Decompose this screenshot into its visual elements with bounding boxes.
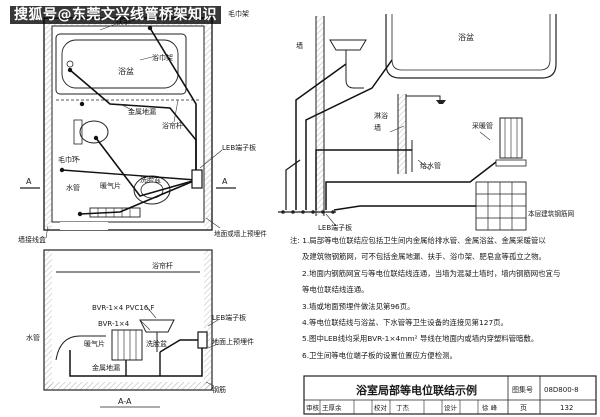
plan-washbasin [133, 175, 171, 205]
notes-row-1: 注: 1.局部等电位联结应包括卫生间内金属给排水管、金属浴盆、金属采暖管以 [290, 233, 600, 249]
section-label-rebar: 钢筋 [212, 385, 226, 394]
section-view: 浴帘杆 BVR-1×4 PVC16,F BVR-1×4 LEB端子板 地面上预埋… [26, 249, 254, 408]
title-block-audit-name: 王厚余 [322, 403, 342, 412]
section-title: A-A [118, 397, 132, 406]
right-label-wall2: 墙 [374, 123, 381, 132]
plan-label-bathtub: 浴盆 [118, 66, 134, 76]
section-leb-box [197, 331, 208, 349]
plan-label-water-pipe: 水管 [66, 183, 80, 192]
right-label-rebar-mesh: 本层建筑钢筋网 [528, 209, 575, 218]
plan-view: 毛巾架 扶手 浴盆 浴巾架 金属地漏 浴帘杆 毛巾环 水管 暖气片 洗脸盆 LE… [18, 9, 267, 244]
section-label-cable-1: BVR-1×4 PVC16,F [92, 304, 155, 312]
section-label-water-pipe: 水管 [26, 333, 40, 342]
plan-section-mark-right: A [222, 177, 228, 186]
title-block-design-name: 徐 峰 [482, 403, 498, 412]
section-label-floor-pipe: 地面上预埋件 [212, 337, 254, 346]
note-item-2b: 等电位联结线连通。 [302, 285, 369, 295]
plan-label-beam: 墙接线盒 [18, 235, 46, 244]
right-label-shower: 淋浴 [374, 111, 388, 120]
right-label-bathtub: 浴盆 [458, 32, 474, 42]
title-block-check-label: 校对 [374, 403, 388, 412]
plan-label-leb-box: LEB端子板 [222, 143, 256, 152]
plan-leb-box [191, 169, 203, 189]
plan-radiator [89, 207, 141, 218]
note-item-6: 6.卫生间等电位端子板的设置位置应方便检测。 [302, 350, 457, 360]
right-label-wall: 墙 [296, 41, 303, 50]
title-block-check-name: 丁杰 [396, 403, 410, 412]
section-label-heating: 暖气片 [84, 339, 105, 348]
section-radiator [111, 329, 143, 361]
section-label-bath-rail: 浴帘杆 [152, 261, 173, 270]
title-block: 浴室局部等电位联结示例 图集号 08D800-8 审核 王厚余 校对 丁杰 设计… [303, 375, 597, 415]
title-block-set-number: 08D800-8 [544, 386, 579, 394]
plan-label-washbasin: 洗脸盆 [140, 175, 161, 184]
section-label-leb-box: LEB端子板 [212, 313, 246, 322]
right-detail-view: 墙 浴盆 淋浴 墙 给水管 采暖管 LEB端子板 本层建筑钢筋网 [278, 14, 575, 232]
plan-label-towel-bar: 毛巾架 [228, 9, 249, 18]
note-item-2: 2.地面内钢筋网宜与等电位联结线连通，当墙为混凝土墙时，墙内钢筋网也宜与 [302, 268, 561, 278]
watermark-banner: 搜狐号@东莞文兴线管桥架知识 [10, 6, 221, 24]
plan-label-floor-wall-pipe: 地面或墙上预埋件 [214, 229, 267, 238]
note-item-5: 5.图中LEB线均采用BVR-1×4mm² 导线在地面内或墙内穿塑料管暗敷。 [302, 334, 539, 344]
plan-label-bath-rail: 浴帘杆 [162, 121, 183, 130]
plan-label-toilet: 毛巾环 [58, 155, 79, 164]
note-item-1: 1.局部等电位联结应包括卫生间内金属给排水管、金属浴盆、金属采暖管以 [302, 236, 546, 245]
section-label-cable-2: BVR-1×4 [98, 320, 130, 328]
title-block-design-label: 设计 [444, 403, 458, 412]
title-block-page-number: 132 [560, 404, 573, 412]
right-label-leb-box: LEB端子板 [318, 223, 352, 232]
plan-toilet [79, 120, 109, 144]
note-item-1b: 及建筑物钢筋网，可不包括金属地漏、扶手、浴巾架、肥皂盒等孤立之物。 [302, 252, 546, 262]
right-label-supply-pipe: 给水管 [420, 161, 441, 170]
note-item-3: 3.墙或地面预埋件做法见第96页。 [302, 301, 415, 311]
plan-label-heating: 暖气片 [100, 181, 121, 190]
plan-label-soap-rack: 浴巾架 [152, 53, 173, 62]
title-block-title: 浴室局部等电位联结示例 [356, 383, 477, 397]
section-label-floor-drain: 金属地漏 [92, 363, 120, 372]
title-block-audit-label: 审核 [306, 403, 320, 412]
notes-block: 注: 1.局部等电位联结应包括卫生间内金属给排水管、金属浴盆、金属采暖管以 及建… [290, 233, 600, 364]
right-label-heating: 采暖管 [472, 121, 493, 130]
section-label-washbasin: 洗脸盆 [146, 339, 167, 348]
title-block-page-label: 页 [520, 404, 527, 412]
title-block-set-label: 图集号 [512, 385, 533, 394]
rebar-mesh-grid [475, 181, 527, 231]
plan-label-floor-drain: 金属地漏 [128, 107, 156, 116]
plan-section-mark-left: A [26, 177, 32, 186]
note-item-4: 4.等电位联结线与浴盆、下水管等卫生设备的连接见第127页。 [302, 318, 508, 328]
plan-bathtub [55, 33, 187, 95]
notes-intro: 注: [290, 236, 300, 245]
